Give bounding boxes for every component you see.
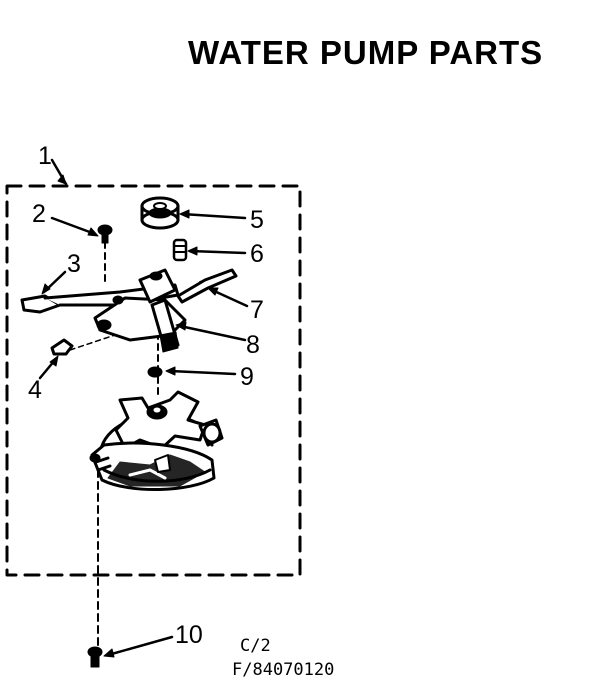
leader-line-6 bbox=[188, 249, 247, 255]
leader-line-10 bbox=[106, 635, 174, 657]
assembly-boundary-box bbox=[5, 184, 302, 577]
leader-line-2 bbox=[50, 216, 97, 236]
spring-clip-part bbox=[176, 268, 238, 304]
callout-5: 5 bbox=[250, 206, 264, 234]
screw-part bbox=[97, 224, 113, 244]
catalog-code-line-2: F/84070120 bbox=[232, 660, 335, 680]
pulley-part bbox=[140, 196, 180, 230]
callout-1: 1 bbox=[38, 142, 52, 170]
retaining-clip-part bbox=[50, 338, 74, 356]
callout-7: 7 bbox=[250, 296, 264, 324]
diagram-title: WATER PUMP PARTS bbox=[188, 34, 544, 71]
drive-lever-part bbox=[150, 298, 180, 353]
washer-part bbox=[147, 366, 163, 378]
callout-6: 6 bbox=[250, 240, 264, 268]
callout-8: 8 bbox=[246, 331, 260, 359]
centerline-clip bbox=[69, 329, 131, 351]
leader-line-7 bbox=[210, 288, 249, 308]
callout-10: 10 bbox=[175, 621, 203, 649]
callout-2: 2 bbox=[32, 200, 46, 228]
leader-line-9 bbox=[168, 369, 237, 376]
callout-9: 9 bbox=[240, 363, 254, 391]
leader-line-8 bbox=[178, 324, 247, 342]
drain-screw-part bbox=[87, 646, 103, 668]
callout-3: 3 bbox=[67, 250, 81, 278]
pump-housing-part bbox=[89, 390, 224, 492]
callout-4: 4 bbox=[28, 376, 42, 404]
catalog-code-line-1: C/2 bbox=[240, 636, 271, 656]
coupling-spring-part bbox=[172, 238, 188, 262]
leader-line-5 bbox=[180, 212, 247, 220]
